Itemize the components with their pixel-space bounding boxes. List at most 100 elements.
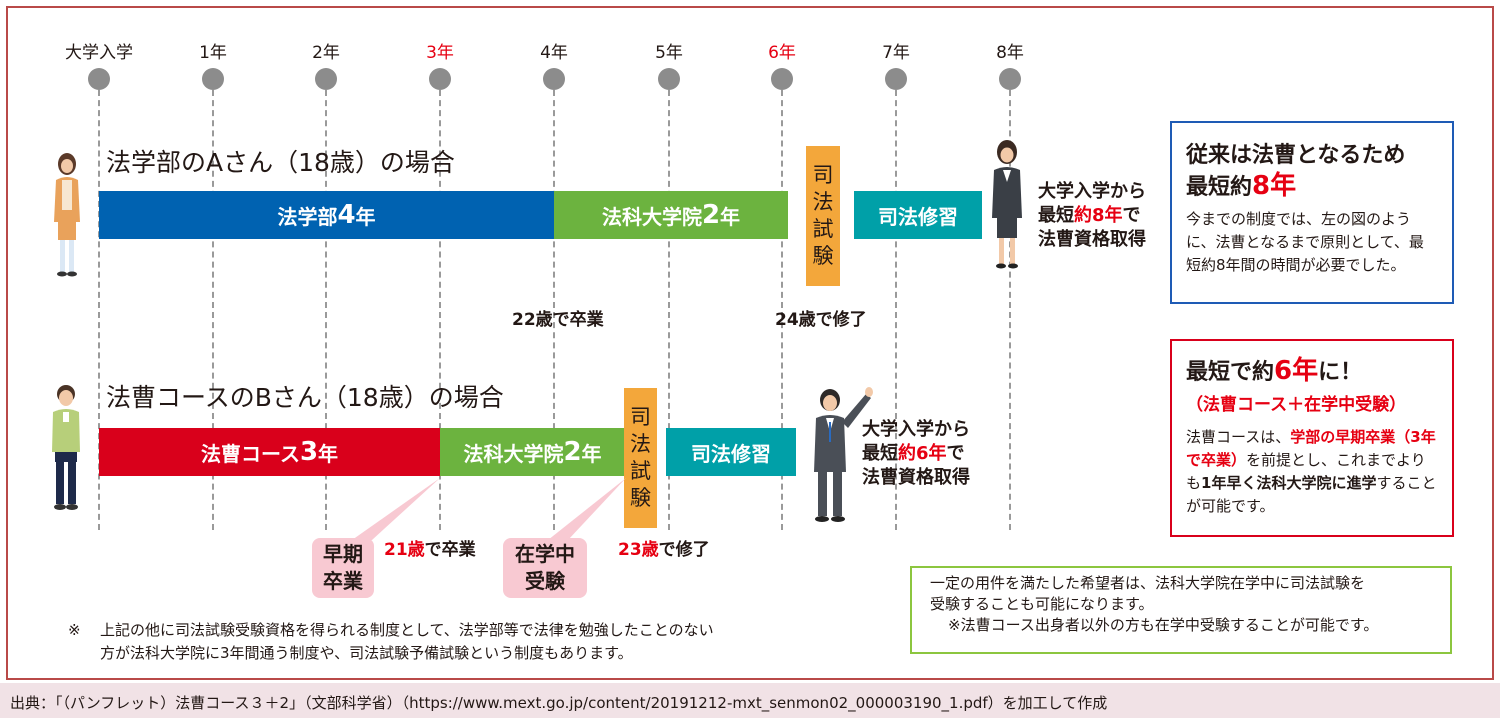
year-dot xyxy=(315,68,337,90)
case-b-completion-note: 23歳で修了 xyxy=(618,535,710,560)
law-school-bar-b-years: 2 xyxy=(563,437,582,467)
bar-exam-char: 司 xyxy=(812,163,834,187)
law-course-bar-text: 法曹コース xyxy=(200,441,300,466)
case-a-result-line3: 法曹資格取得 xyxy=(1038,229,1146,250)
male-student-icon xyxy=(52,385,80,510)
bubble-line: 受験 xyxy=(525,569,565,593)
legal-training-bar-b-text: 司法修習 xyxy=(691,441,771,466)
completion-text: で修了 xyxy=(658,540,710,560)
title-prefix: 最短約 xyxy=(1186,175,1253,200)
conventional-path-panel: 従来は法曹となるため 最短約8年 今までの制度では、左の図のように、法曹となるま… xyxy=(1170,121,1454,304)
year-dot xyxy=(543,68,565,90)
year-label: 5年 xyxy=(655,43,683,63)
year-dot xyxy=(771,68,793,90)
year-gridline xyxy=(439,90,441,530)
new-panel-body: 法曹コースは、学部の早期卒業（3年で卒業）を前提とし、これまでよりも1年早く法科… xyxy=(1186,426,1438,518)
green-note-line: 受験することも可能になります。 xyxy=(930,595,1154,613)
conventional-panel-body: 今までの制度では、左の図のように、法曹となるまで原則として、最短約8年間の時間が… xyxy=(1186,210,1424,274)
early-graduation-bubble: 早期 卒業 xyxy=(312,538,374,598)
year-label: 1年 xyxy=(199,43,227,63)
year-label: 2年 xyxy=(312,43,340,63)
bar-exam-char: 試 xyxy=(630,459,651,483)
year-gridline xyxy=(895,90,897,530)
early-graduation-bubble-tail xyxy=(352,478,440,540)
bar-exam-char: 司 xyxy=(630,405,651,429)
law-faculty-bar-text: 法学部 xyxy=(277,204,338,229)
title-prefix: 最短で約 xyxy=(1186,360,1275,385)
law-faculty-bar-years: 4 xyxy=(337,200,356,230)
legal-training-bar-text: 司法修習 xyxy=(878,204,958,229)
year-gridline xyxy=(781,90,783,530)
case-a-result-line1: 大学入学から xyxy=(1038,181,1146,202)
new-panel-title: 最短で約6年に！ xyxy=(1186,356,1438,388)
title-suffix: に！ xyxy=(1318,360,1363,385)
graduation-age: 21歳 xyxy=(384,540,425,560)
year-dot xyxy=(429,68,451,90)
law-faculty-bar-unit: 年 xyxy=(355,204,376,229)
case-b-title: 法曹コースのBさん（18歳）の場合 xyxy=(106,383,504,412)
bar-exam-char: 験 xyxy=(630,486,651,510)
year-label: 4年 xyxy=(540,43,568,63)
result-suffix: で xyxy=(946,443,965,464)
law-school-bar-b-text: 法科大学院 xyxy=(463,441,564,466)
in-school-exam-note-box: 一定の用件を満たした希望者は、法科大学院在学中に司法試験を 受験することも可能に… xyxy=(910,566,1452,654)
footnote-line: 方が法科大学院に3年間通う制度や、司法試験予備試験という制度もあります。 xyxy=(100,644,633,662)
year-label: 7年 xyxy=(882,43,910,63)
footnote-mark: ※ xyxy=(68,621,81,639)
year-dot xyxy=(88,68,110,90)
source-credit: 出典：「（パンフレット）法曹コース３＋2」（文部科学省）（https://www… xyxy=(10,694,1108,712)
year-dot xyxy=(999,68,1021,90)
body-text: を前提とし、これまでよりも xyxy=(1186,451,1426,492)
result-suffix: で xyxy=(1122,205,1141,226)
title-years-red: 6年 xyxy=(1274,356,1319,386)
case-a-title: 法学部のAさん（18歳）の場合 xyxy=(106,148,455,177)
law-course-bar-unit: 年 xyxy=(318,441,339,466)
case-b-result: 大学入学から 最短約6年で 法曹資格取得 xyxy=(862,418,970,490)
year-label: 6年 xyxy=(768,43,796,63)
case-a-result: 大学入学から 最短約8年で 法曹資格取得 xyxy=(1038,180,1146,252)
source-footer-bar xyxy=(0,683,1500,718)
bubble-line: 早期 xyxy=(323,542,363,566)
law-school-bar-years: 2 xyxy=(701,200,721,230)
year-gridline xyxy=(1009,90,1011,530)
male-lawyer-pointing-icon xyxy=(814,387,873,522)
year-gridline xyxy=(668,90,670,530)
title-years-red: 8年 xyxy=(1252,171,1297,201)
law-school-bar-text: 法科大学院 xyxy=(601,204,702,229)
body-highlight-red: 学部の早期卒業（3年で卒業） xyxy=(1186,428,1436,469)
year-gridline xyxy=(325,90,327,530)
year-dot xyxy=(202,68,224,90)
bar-exam-char: 法 xyxy=(630,432,651,456)
case-b-result-line1: 大学入学から xyxy=(862,419,970,440)
legal-training-bar-b: 司法修習 xyxy=(666,428,796,476)
year-gridline xyxy=(212,90,214,530)
bar-exam-box: 司 法 試 験 xyxy=(806,146,840,286)
case-a-result-line2: 最短約8年で xyxy=(1038,204,1146,228)
footnote-text: 上記の他に司法試験受験資格を得られる制度として、法学部等で法律を勉強したことのな… xyxy=(100,619,714,665)
completion-age: 23歳 xyxy=(618,540,659,560)
result-shortest: 最短 xyxy=(1038,205,1074,226)
result-shortest: 最短 xyxy=(862,443,898,464)
green-note-line: 一定の用件を満たした希望者は、法科大学院在学中に司法試験を xyxy=(930,574,1366,592)
case-a-graduation-note: 22歳で卒業 xyxy=(512,310,604,330)
in-school-exam-bubble-tail xyxy=(548,478,626,540)
case-b-graduation-note: 21歳で卒業 xyxy=(384,535,476,560)
year-dot xyxy=(658,68,680,90)
body-highlight-bold: 1年早く法科大学院に進学 xyxy=(1201,474,1377,492)
bar-exam-char: 試 xyxy=(812,217,834,241)
bubble-line: 卒業 xyxy=(323,569,363,593)
law-school-bar-b-unit: 年 xyxy=(581,441,602,466)
female-lawyer-icon xyxy=(992,140,1022,269)
new-panel-subtitle: （法曹コース＋在学中受験） xyxy=(1186,395,1407,415)
year-label: 大学入学 xyxy=(65,43,133,63)
bar-exam-box-b: 司 法 試 験 xyxy=(624,388,657,528)
green-note-line: ※法曹コース出身者以外の方も在学中受験することが可能です。 xyxy=(948,616,1379,634)
case-a-completion-note: 24歳で修了 xyxy=(775,310,867,330)
year-dot xyxy=(885,68,907,90)
law-school-bar-unit: 年 xyxy=(720,204,741,229)
footnote-line: 上記の他に司法試験受験資格を得られる制度として、法学部等で法律を勉強したことのな… xyxy=(100,621,714,639)
female-student-icon xyxy=(54,153,80,277)
